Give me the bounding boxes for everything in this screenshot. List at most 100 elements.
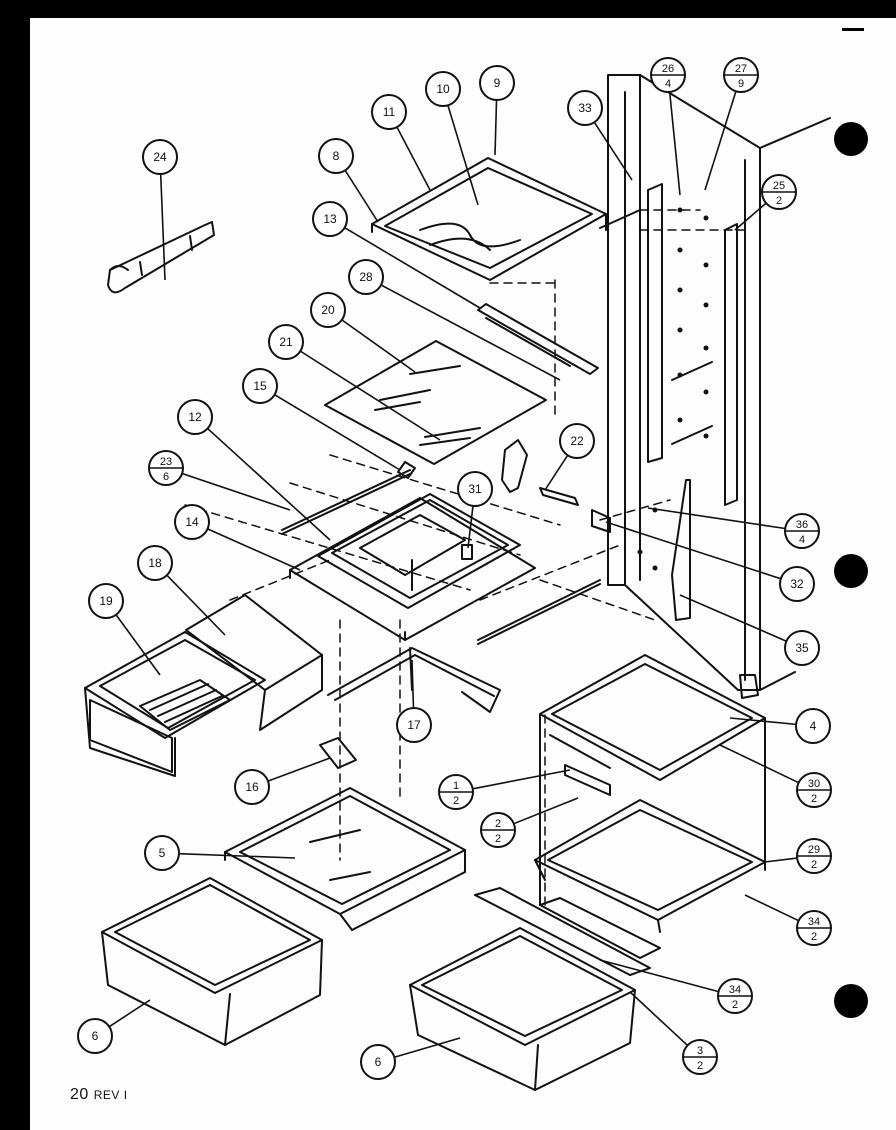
- part-number: 6: [375, 1055, 382, 1069]
- part-number: 24: [153, 150, 167, 164]
- leader-line: [207, 528, 301, 571]
- exploded-parts-diagram: 2411109813282021151222311418191716333235…: [77, 57, 832, 1091]
- callout-4: 4: [729, 708, 831, 744]
- assembly-lines: [184, 209, 746, 911]
- callout-circle: [425, 71, 461, 107]
- part-quantity: 2: [811, 931, 817, 943]
- page-number: 20: [70, 1086, 89, 1103]
- part-number: 35: [795, 641, 809, 655]
- part-number: 8: [333, 149, 340, 163]
- part-number: 3: [697, 1045, 703, 1057]
- part-number: 2: [495, 818, 501, 830]
- part-number: 1: [453, 780, 459, 792]
- callout-23-of-6: 236: [148, 450, 291, 511]
- callout-27-of-9: 279: [704, 57, 759, 191]
- part-6-crisper-pan-right: [409, 927, 636, 1091]
- part-quantity: 9: [738, 78, 744, 90]
- callout-circle: [567, 90, 603, 126]
- part-number: 21: [279, 335, 293, 349]
- callout-20: 20: [310, 292, 416, 373]
- part-number: 16: [245, 780, 259, 794]
- part-number: 4: [810, 719, 817, 733]
- leader-line: [274, 394, 401, 471]
- part-quantity: 2: [811, 859, 817, 871]
- leader-line: [719, 744, 800, 784]
- leader-line: [447, 105, 479, 206]
- leader-line: [494, 99, 498, 156]
- part-number: 31: [468, 482, 482, 496]
- part-18-19-deli-drawer: [84, 594, 323, 777]
- callout-32: 32: [605, 521, 815, 602]
- callout-8: 8: [318, 138, 379, 223]
- edge-mark: [842, 28, 864, 31]
- leader-line: [115, 614, 161, 676]
- callout-circle: [242, 368, 278, 404]
- callout-circle: [795, 708, 831, 744]
- callout-22: 22: [544, 423, 595, 491]
- part-6-crisper-pan-left: [101, 877, 323, 1046]
- callout-13: 13: [312, 201, 481, 309]
- part-number: 26: [662, 63, 674, 75]
- callout-circle: [784, 630, 820, 666]
- part-number: 9: [494, 76, 501, 90]
- callout-circle: [348, 259, 384, 295]
- callout-1-of-2: 12: [438, 769, 571, 810]
- callout-circle: [559, 423, 595, 459]
- part-number: 20: [321, 303, 335, 317]
- leader-line: [267, 757, 331, 782]
- callout-circle: [174, 504, 210, 540]
- leader-line: [599, 959, 719, 993]
- part-number: 5: [159, 846, 166, 860]
- callout-24: 24: [142, 139, 178, 281]
- callout-26-of-4: 264: [650, 57, 686, 196]
- leader-line: [166, 574, 226, 636]
- callout-circle: [144, 835, 180, 871]
- callout-circle: [312, 201, 348, 237]
- callout-circle: [234, 769, 270, 805]
- part-quantity: 2: [811, 793, 817, 805]
- leader-line: [178, 852, 296, 859]
- leader-line: [647, 507, 786, 530]
- part-quantity: 6: [163, 471, 169, 483]
- callout-circle: [142, 139, 178, 175]
- callout-17: 17: [396, 659, 432, 743]
- part-number: 25: [773, 180, 785, 192]
- part-number: 10: [436, 82, 450, 96]
- callout-10: 10: [425, 71, 479, 206]
- punch-hole-top: [834, 122, 868, 156]
- leader-line: [299, 350, 441, 441]
- callout-29-of-2: 292: [764, 838, 832, 874]
- leader-line: [734, 202, 767, 231]
- part-number: 34: [729, 984, 741, 996]
- part-5-crisper-shelf: [224, 787, 466, 931]
- leader-line: [181, 472, 291, 511]
- part-number: 11: [383, 105, 396, 119]
- leader-line: [729, 717, 797, 726]
- leader-line: [744, 894, 800, 922]
- callout-circle: [371, 94, 407, 130]
- callout-12: 12: [177, 399, 331, 541]
- part-number: 13: [323, 212, 337, 226]
- leader-line: [108, 999, 151, 1028]
- leader-line: [668, 91, 681, 196]
- part-number: 17: [407, 718, 421, 732]
- callout-16: 16: [234, 757, 331, 805]
- part-quantity: 2: [453, 795, 459, 807]
- callout-33: 33: [567, 90, 633, 181]
- part-number: 30: [808, 778, 820, 790]
- part-24-dairy-bin: [107, 221, 215, 294]
- leader-line: [679, 594, 787, 642]
- part-quantity: 2: [495, 833, 501, 845]
- leader-line: [396, 126, 431, 191]
- leader-line: [207, 427, 331, 541]
- part-number: 15: [253, 379, 267, 393]
- part-number: 28: [359, 270, 373, 284]
- callout-36-of-4: 364: [647, 507, 820, 549]
- part-quantity: 4: [665, 78, 671, 90]
- part-number: 19: [99, 594, 113, 608]
- leader-line: [344, 226, 481, 309]
- part-number: 12: [188, 410, 202, 424]
- leader-line: [472, 769, 571, 790]
- callout-6: 6: [360, 1037, 461, 1080]
